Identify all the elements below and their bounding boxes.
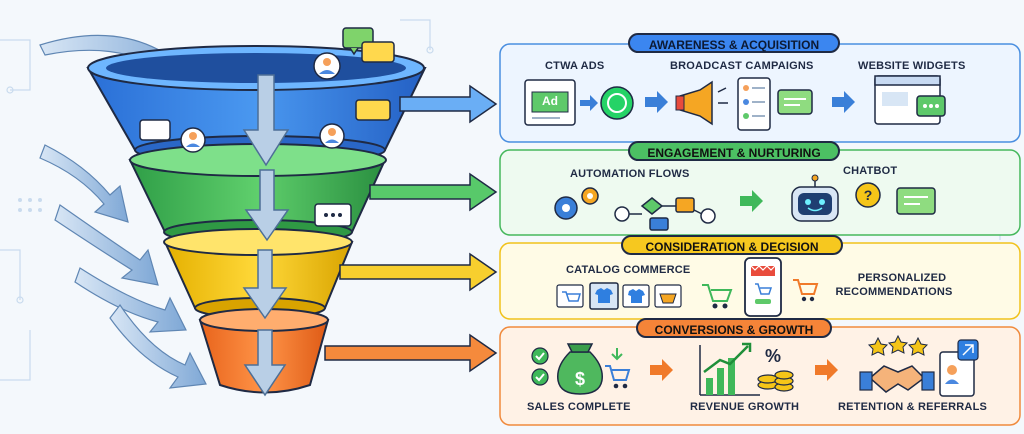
stage-title-consideration: CONSIDERATION & DECISION bbox=[621, 235, 843, 255]
label-chatbot: CHATBOT bbox=[843, 165, 898, 177]
tshirt-icon bbox=[589, 282, 619, 310]
funnel-down-arrows bbox=[242, 74, 290, 397]
incoming-arrow-2 bbox=[39, 144, 129, 223]
outgoing-arrow-engagement bbox=[369, 172, 498, 212]
referral-profile-icon bbox=[939, 339, 979, 397]
label-recommendations: RECOMMENDATIONS bbox=[835, 286, 953, 298]
tshirt-icon bbox=[622, 284, 650, 308]
incoming-arrow-4 bbox=[74, 267, 187, 333]
label-catalog-commerce: CATALOG COMMERCE bbox=[566, 264, 691, 276]
small-arrow bbox=[650, 359, 673, 381]
question-icon: ? bbox=[855, 182, 881, 208]
workflow-diagram-icon bbox=[614, 197, 716, 231]
label-website-widgets: WEBSITE WIDGETS bbox=[858, 60, 966, 72]
incoming-arrow-5 bbox=[109, 303, 207, 389]
small-arrow bbox=[580, 95, 598, 111]
small-arrow bbox=[832, 91, 855, 113]
chat-bubble-icon bbox=[139, 27, 395, 227]
shopping-cart-icon bbox=[702, 284, 733, 309]
avatar-icon bbox=[180, 52, 345, 153]
stage-title-awareness: AWARENESS & ACQUISITION bbox=[628, 33, 840, 53]
outgoing-arrows bbox=[324, 84, 498, 373]
money-bag-icon: $ bbox=[557, 343, 603, 395]
robot-icon bbox=[791, 174, 839, 222]
small-arrow bbox=[740, 190, 763, 212]
label-automation-flows: AUTOMATION FLOWS bbox=[570, 168, 690, 180]
background-dots bbox=[18, 198, 42, 212]
stage-title-engagement: ENGAGEMENT & NURTURING bbox=[628, 141, 840, 161]
checklist-icon bbox=[531, 347, 549, 386]
star-rating-icon bbox=[867, 334, 929, 356]
chat-bubble-icon bbox=[777, 89, 813, 115]
outgoing-arrow-consideration bbox=[339, 252, 498, 292]
outgoing-arrow-awareness bbox=[399, 84, 498, 124]
down-arrow-1 bbox=[242, 74, 290, 167]
whatsapp-icon bbox=[600, 86, 634, 120]
ad-card-icon bbox=[524, 79, 576, 126]
label-revenue-growth: REVENUE GROWTH bbox=[690, 401, 800, 413]
svg-text:$: $ bbox=[575, 369, 585, 389]
incoming-arrows bbox=[39, 34, 207, 389]
growth-chart-icon bbox=[699, 342, 760, 396]
down-arrow-4 bbox=[243, 329, 287, 397]
chat-bubble-icon bbox=[896, 187, 936, 215]
small-arrow bbox=[645, 91, 668, 113]
label-broadcast-campaigns: BROADCAST CAMPAIGNS bbox=[670, 60, 814, 72]
label-ctwa-ads: CTWA ADS bbox=[545, 60, 605, 72]
catalog-icons bbox=[556, 282, 682, 310]
small-arrow bbox=[815, 359, 838, 381]
label-retention-referrals: RETENTION & REFERRALS bbox=[838, 401, 988, 413]
incoming-arrow-3 bbox=[54, 204, 159, 286]
ad-badge-text: Ad bbox=[542, 94, 558, 108]
gear-icon bbox=[554, 187, 599, 220]
down-arrow-2 bbox=[244, 169, 290, 242]
percent-coins-icon: % bbox=[757, 346, 794, 392]
svg-text:?: ? bbox=[864, 187, 873, 203]
svg-text:%: % bbox=[765, 346, 781, 366]
shopping-cart-icon bbox=[556, 284, 584, 308]
website-window-icon bbox=[874, 75, 946, 125]
basket-icon bbox=[654, 284, 682, 308]
label-sales-complete: SALES COMPLETE bbox=[527, 401, 631, 413]
smartphone-shop-icon bbox=[744, 257, 782, 317]
shopping-cart-icon bbox=[793, 279, 819, 302]
down-arrow-3 bbox=[242, 249, 288, 320]
shopping-cart-icon bbox=[605, 348, 631, 389]
megaphone-icon bbox=[675, 80, 728, 126]
handshake-icon bbox=[859, 365, 935, 393]
stage-title-conversion: CONVERSIONS & GROWTH bbox=[636, 318, 832, 338]
contact-list-icon bbox=[737, 77, 771, 131]
outgoing-arrow-conversion bbox=[324, 333, 498, 373]
label-personalized: PERSONALIZED bbox=[857, 272, 947, 284]
